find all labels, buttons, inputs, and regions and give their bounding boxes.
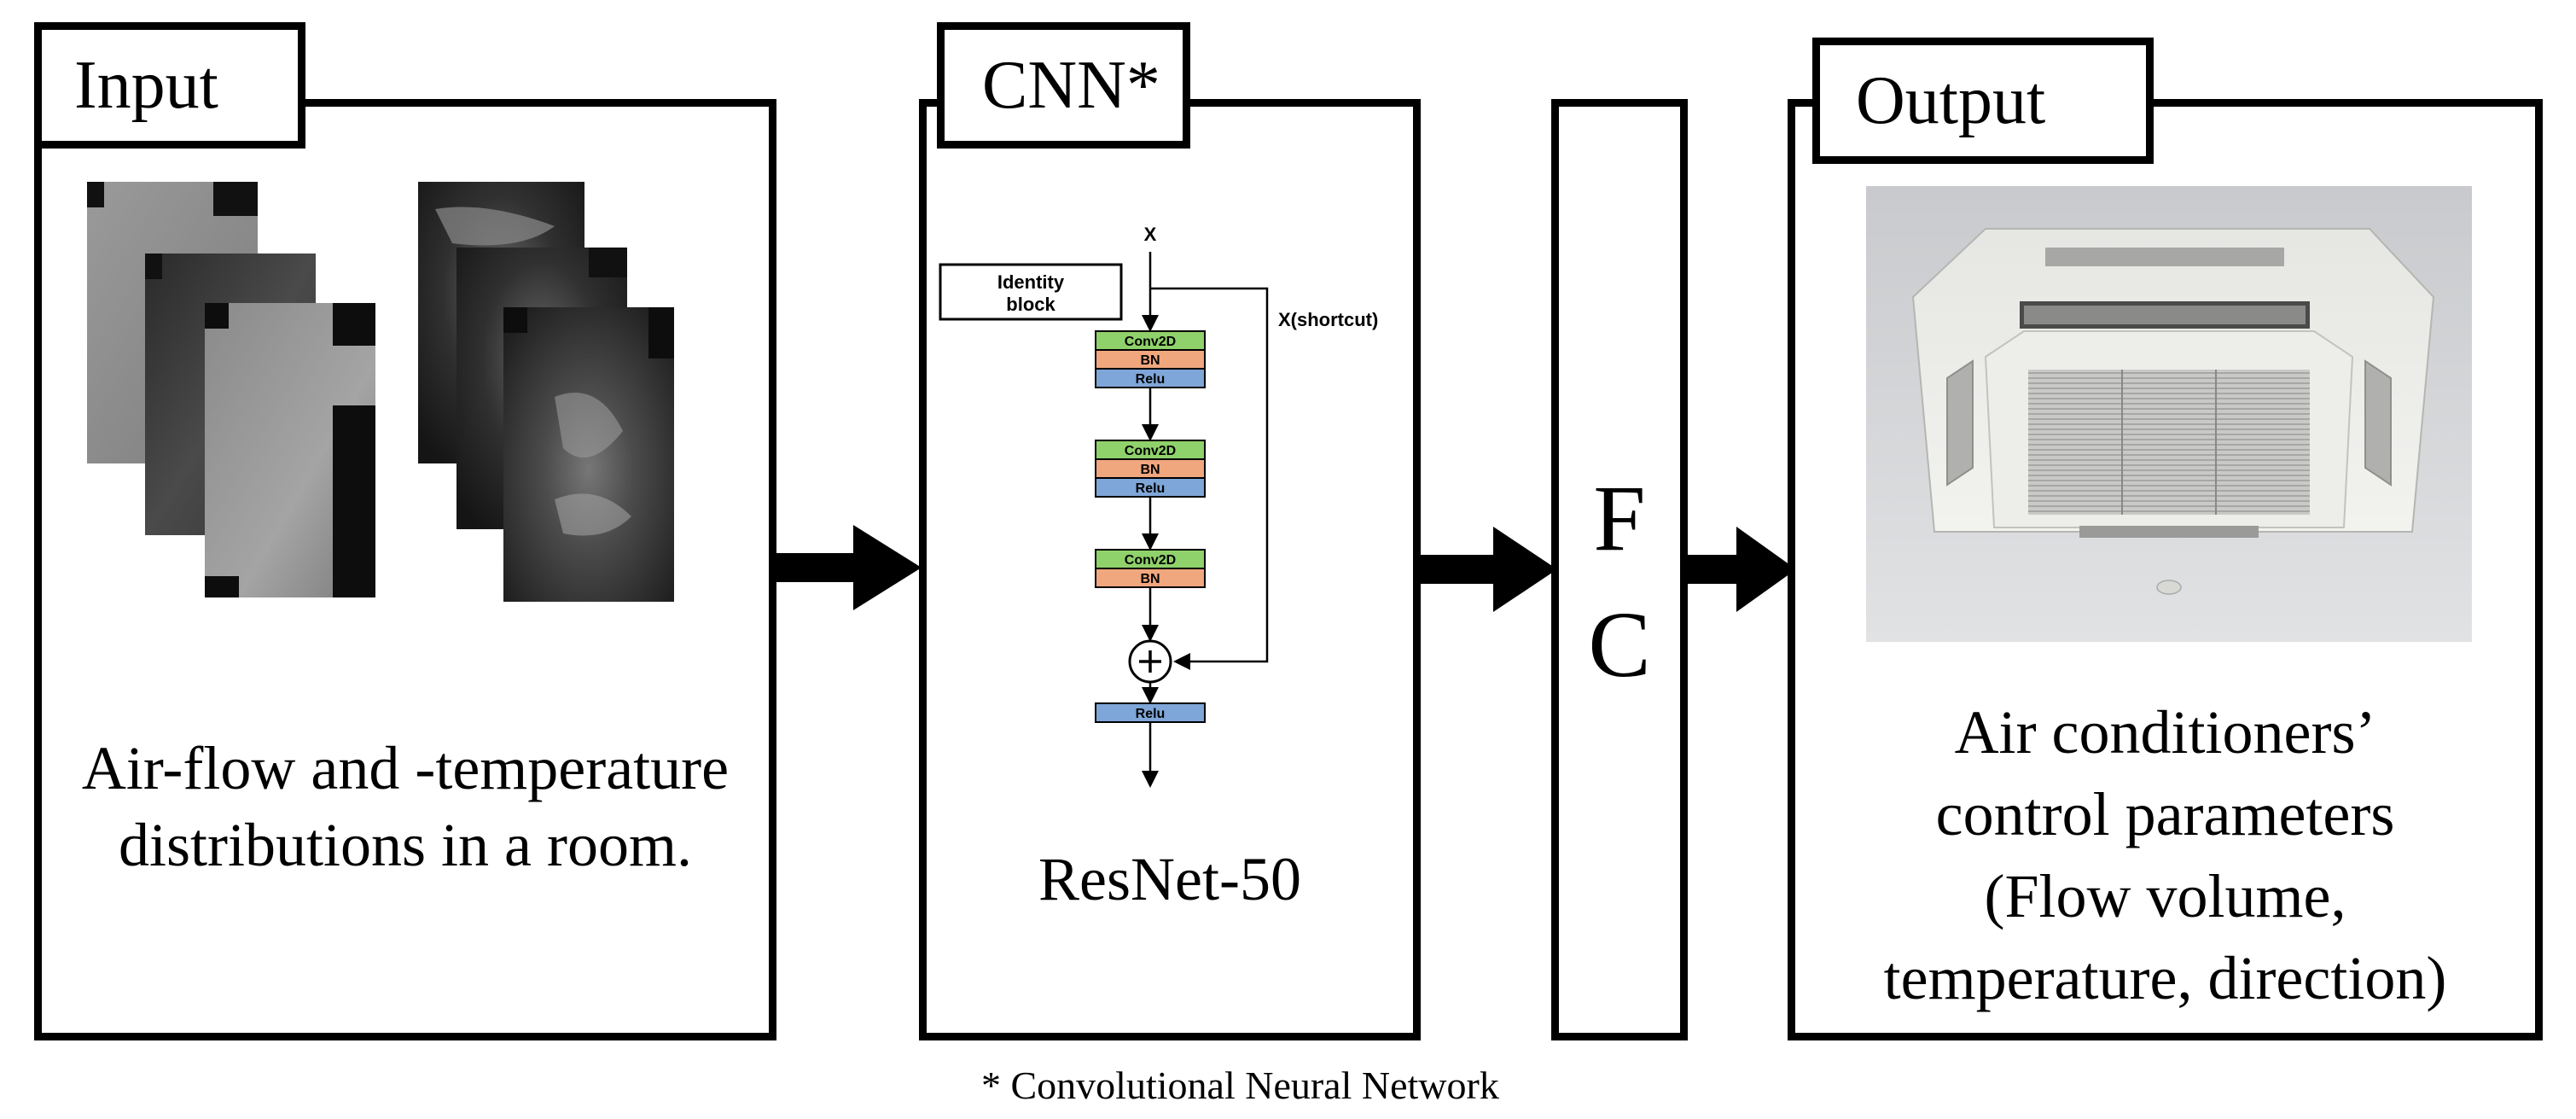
input-x-label: X (1144, 224, 1157, 245)
layer-group-3: Conv2D BN (1095, 549, 1206, 588)
arrow-input-to-cnn (772, 525, 922, 610)
relu-label: Relu (1136, 481, 1166, 496)
arrow-cnn-to-fc (1416, 527, 1557, 612)
identity-label: Identity (997, 271, 1065, 293)
cnn-model-name: ResNet-50 (1038, 845, 1301, 913)
output-title: Output (1812, 38, 2154, 164)
layer-group-2: Conv2D BN Relu (1095, 440, 1206, 498)
identity-block-diagram: Identity block X X(shortcut) Conv2D BN R… (939, 224, 1378, 788)
cnn-title: CNN* (937, 22, 1190, 149)
input-field-maps (87, 182, 674, 602)
bn-label: BN (1140, 353, 1160, 368)
conv2d-label: Conv2D (1125, 553, 1176, 568)
shortcut-label: X(shortcut) (1278, 309, 1378, 330)
relu-label: Relu (1136, 372, 1166, 387)
input-title: Input (34, 22, 305, 149)
identity-block-label-box (939, 263, 1123, 321)
fc-letter-c: C (1588, 592, 1651, 696)
output-caption-line4: temperature, direction) (1883, 944, 2447, 1012)
airflow-map-stack (418, 182, 674, 602)
temperature-map-stack (87, 182, 375, 597)
block-label: block (1006, 294, 1055, 315)
add-node-icon (1128, 639, 1172, 684)
bn-label: BN (1140, 572, 1160, 586)
input-caption: Air-flow and -temperature distributions … (38, 730, 773, 883)
conv2d-label: Conv2D (1125, 335, 1176, 349)
input-caption-line1: Air-flow and -temperature (81, 734, 730, 802)
output-caption: Air conditioners’ control parameters (Fl… (1792, 691, 2538, 1019)
fc-letter-f: F (1593, 466, 1646, 570)
final-relu-label: Relu (1136, 707, 1166, 721)
input-caption-line2: distributions in a room. (119, 811, 692, 879)
layer-group-1: Conv2D BN Relu (1095, 330, 1206, 388)
output-caption-line1: Air conditioners’ (1954, 698, 2376, 766)
bn-label: BN (1140, 463, 1160, 477)
arrow-fc-to-output (1683, 527, 1796, 612)
footnote: * Convolutional Neural Network (981, 1064, 1499, 1107)
output-caption-line2: control parameters (1935, 780, 2395, 848)
output-caption-line3: (Flow volume, (1984, 862, 2346, 930)
conv2d-label: Conv2D (1125, 444, 1176, 458)
air-conditioner-image (1866, 186, 2472, 642)
